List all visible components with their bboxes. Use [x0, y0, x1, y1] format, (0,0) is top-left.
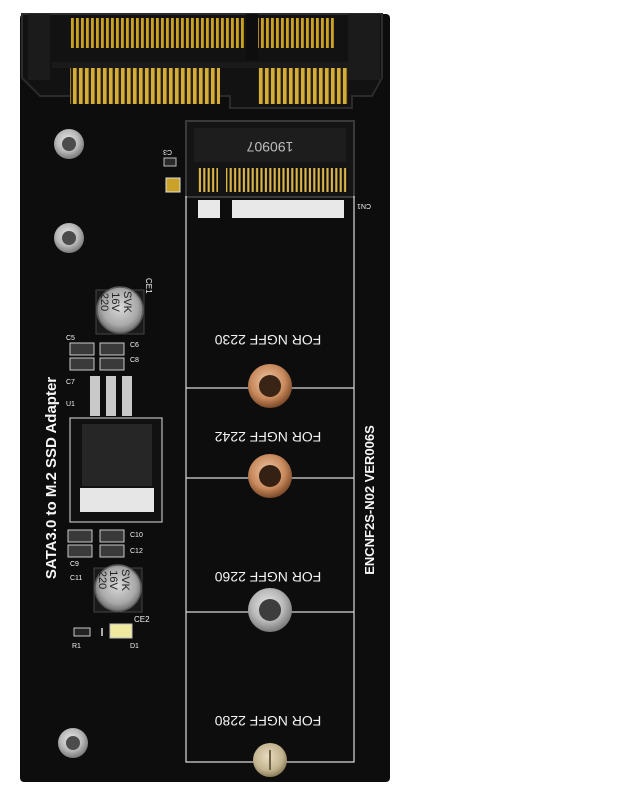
label-c7: C7	[66, 379, 75, 386]
label-ce2: CE2	[134, 615, 150, 624]
svg-text:16V: 16V	[109, 292, 121, 312]
label-c10: C10	[130, 532, 143, 539]
svg-text:16V: 16V	[107, 570, 119, 590]
label-c12: C12	[130, 548, 143, 555]
svg-text:220: 220	[98, 293, 110, 311]
label-c9: C9	[70, 561, 79, 568]
label-ce1: CE1	[144, 278, 153, 294]
svg-text:SVK: SVK	[121, 291, 133, 314]
label-c3: C3	[163, 148, 172, 155]
resistor-r1	[73, 627, 91, 637]
label-u1: U1	[66, 401, 75, 408]
slot-label: CN1	[357, 202, 371, 209]
sata-power-pins	[70, 64, 220, 104]
zone-label-2280: FOR NGFF 2280	[215, 713, 322, 729]
zone-label-2242: FOR NGFF 2242	[215, 429, 322, 445]
svg-text:220: 220	[96, 571, 108, 589]
label-c8: C8	[130, 357, 139, 364]
zone-label-2260: FOR NGFF 2260	[215, 569, 322, 585]
label-c11: C11	[70, 575, 82, 582]
label-r1: R1	[72, 643, 81, 650]
sata-power-contacts	[70, 18, 246, 48]
label-c5: C5	[66, 335, 75, 342]
board-title: SATA3.0 to M.2 SSD Adapter	[43, 377, 60, 579]
m2-slot: 190907	[185, 120, 355, 198]
sata-data-contacts	[258, 18, 334, 48]
sata-connector	[21, 13, 383, 109]
board-version: ENCNF2S-N02 VER006S	[362, 425, 377, 575]
capacitor-ce2: SVK 16V 220	[93, 564, 143, 613]
label-d1: D1	[130, 643, 139, 650]
capacitor-ce1: SVK 16V 220	[95, 286, 145, 335]
led-d1	[109, 623, 133, 639]
regulator-u1	[69, 376, 163, 523]
svg-text:SVK: SVK	[119, 569, 131, 592]
label-c6: C6	[130, 342, 139, 349]
zone-label-2230: FOR NGFF 2230	[215, 332, 322, 348]
sata-data-pins	[258, 64, 348, 104]
m2-slot-code: 190907	[246, 139, 293, 155]
